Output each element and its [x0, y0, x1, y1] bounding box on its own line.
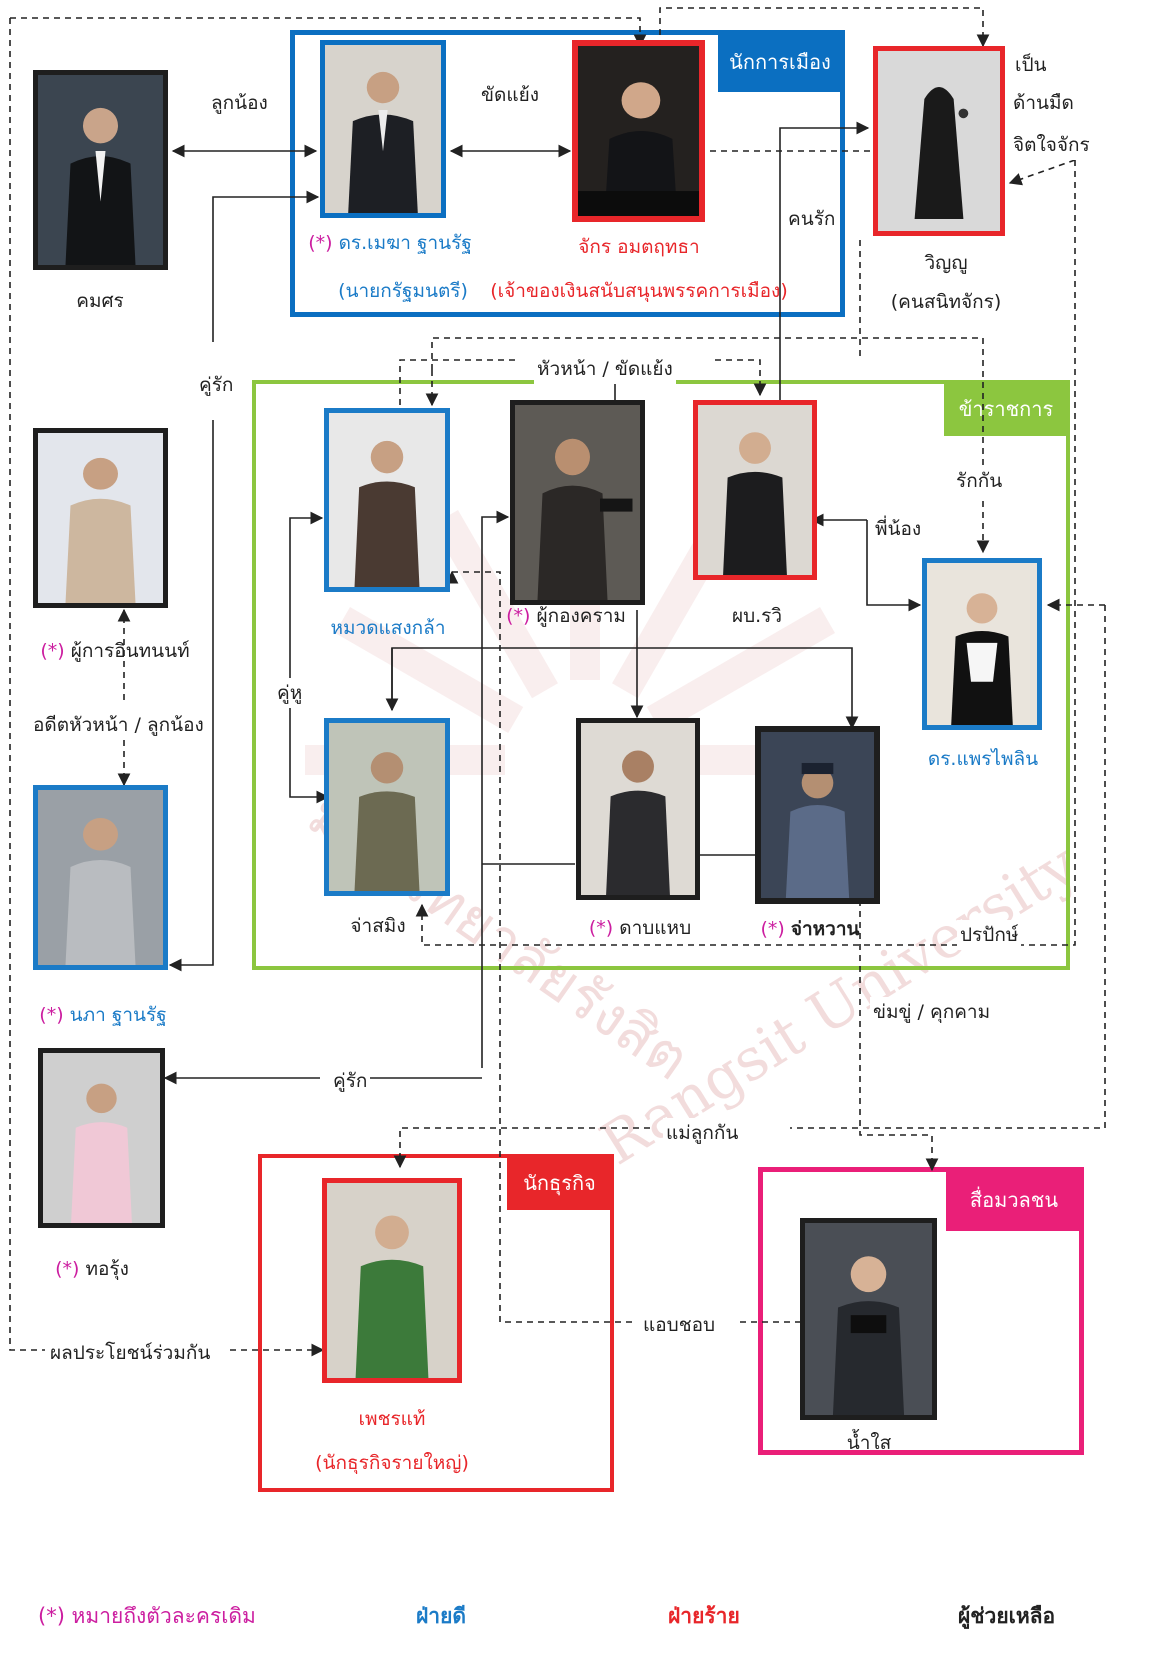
relation-dark-side-1: เป็น	[1012, 50, 1050, 80]
label-petchtae: เพชรแท้	[358, 1408, 426, 1430]
original-marker: (*)	[55, 1258, 80, 1280]
original-marker: (*)	[39, 1004, 64, 1026]
label-jak: จักร อมตฤทธา	[578, 236, 700, 258]
label-petchtae-role: (นักธุรกิจรายใหญ่)	[315, 1452, 469, 1474]
portrait-jak	[572, 40, 705, 222]
portrait-jasaming	[324, 718, 450, 896]
relation-dark-side-3: จิตใจจักร	[1010, 130, 1093, 160]
label-mesa: (*) ดร.เมฆา ฐานรัฐ	[308, 232, 472, 255]
legend-original: (*) หมายถึงตัวละครเดิม	[38, 1604, 256, 1628]
relation-dark-side-2: ด้านมืด	[1010, 88, 1077, 118]
relation-partner-thorung: คู่รัก	[330, 1066, 371, 1096]
label-ravi: ผบ.รวิ	[731, 605, 783, 627]
legend-good-text: ฝ่ายดี	[416, 1604, 467, 1628]
politicians-group	[290, 30, 845, 317]
label-napa: (*) นภา ฐานรัฐ	[39, 1004, 166, 1027]
legend-helper: ผู้ช่วยเหลือ	[958, 1600, 1055, 1633]
portrait-mesa	[320, 40, 446, 218]
business-group-tag: นักธุรกิจ	[507, 1156, 612, 1210]
portrait-dabhaep	[576, 718, 700, 900]
portrait-napa	[33, 785, 168, 970]
relation-partner-left: คู่รัก	[196, 370, 237, 400]
portrait-winyu	[873, 46, 1005, 236]
relation-boss-conflict: หัวหน้า / ขัดแย้ง	[534, 354, 676, 384]
portrait-muad	[324, 408, 450, 592]
legend-good: ฝ่ายดี	[416, 1600, 466, 1633]
label-khomsorn: คมศร	[76, 290, 124, 312]
relation-lover: คนรัก	[785, 204, 839, 234]
relation-prapak: ปรปักษ์	[957, 920, 1022, 950]
label-namsai: น้ำใส	[846, 1432, 892, 1454]
relation-partner-muad: คู่หู	[274, 678, 306, 708]
label-winyu-role: (คนสนิทจักร)	[890, 291, 1002, 313]
relation-love-each-other: รักกัน	[953, 466, 1006, 496]
relation-mother-child: แม่ลูกกัน	[663, 1118, 742, 1148]
label-muad: หมวดแสงกล้า	[330, 617, 446, 639]
portrait-thorung	[38, 1048, 165, 1228]
label-mesa-name: ดร.เมฆา ฐานรัฐ	[338, 232, 472, 254]
officials-group-tag: ข้าราชการ	[944, 382, 1068, 436]
portrait-jawan	[755, 726, 880, 904]
label-inthanon-name: ผู้การอินทนนท์	[70, 640, 190, 662]
portrait-inthanon	[33, 428, 168, 608]
label-jawan: (*) จ่าหวาน	[760, 918, 859, 941]
label-dabhaep-name: ดาบแหบ	[619, 917, 692, 939]
business-group	[258, 1154, 614, 1492]
portrait-petchtae	[322, 1178, 462, 1383]
original-marker: (*)	[588, 917, 614, 939]
label-jak-role: (เจ้าของเงินสนับสนุนพรรคการเมือง)	[490, 280, 788, 302]
label-dabhaep: (*) ดาบแหบ	[589, 917, 691, 940]
original-marker: (*)	[40, 640, 65, 662]
original-marker: (*)	[308, 232, 333, 254]
relation-shared-interest: ผลประโยชน์ร่วมกัน	[47, 1338, 214, 1368]
legend-evil-text: ฝ่ายร้าย	[668, 1604, 740, 1628]
politicians-group-tag: นักการเมือง	[718, 32, 842, 92]
label-jawan-name: จ่าหวาน	[790, 918, 860, 940]
relation-secret-crush: แอบชอบ	[640, 1310, 719, 1340]
original-marker: (*)	[506, 605, 531, 627]
label-phukong: (*) ผู้กองคราม	[506, 605, 626, 628]
portrait-ravi	[693, 400, 817, 580]
portrait-phukong	[510, 400, 645, 605]
relation-siblings: พี่น้อง	[872, 514, 925, 544]
original-marker: (*)	[760, 918, 785, 940]
portrait-khomsorn	[33, 70, 168, 270]
label-praephailin: ดร.แพรไพลิน	[927, 748, 1039, 770]
media-group	[758, 1167, 1084, 1455]
portrait-namsai	[800, 1218, 937, 1420]
media-group-tag: สื่อมวลชน	[946, 1169, 1082, 1231]
portrait-praephailin	[922, 558, 1042, 730]
label-inthanon: (*) ผู้การอินทนนท์	[40, 640, 189, 663]
relation-conflict: ขัดแย้ง	[478, 80, 542, 110]
legend-evil: ฝ่ายร้าย	[668, 1600, 740, 1633]
label-winyu: วิญญู	[924, 252, 968, 274]
relation-ex-boss: อดีตหัวหน้า / ลูกน้อง	[30, 710, 207, 740]
label-mesa-role: (นายกรัฐมนตรี)	[338, 280, 468, 302]
relation-subordinate: ลูกน้อง	[208, 88, 271, 118]
label-thorung: (*) ทอรุ้ง	[55, 1258, 129, 1281]
label-phukong-name: ผู้กองคราม	[536, 605, 626, 627]
label-thorung-name: ทอรุ้ง	[85, 1258, 129, 1280]
legend-helper-text: ผู้ช่วยเหลือ	[958, 1604, 1056, 1628]
label-napa-name: นภา ฐานรัฐ	[69, 1004, 167, 1026]
label-jasaming: จ่าสมิง	[350, 915, 406, 937]
relation-threat: ข่มขู่ / คุกคาม	[870, 997, 994, 1027]
